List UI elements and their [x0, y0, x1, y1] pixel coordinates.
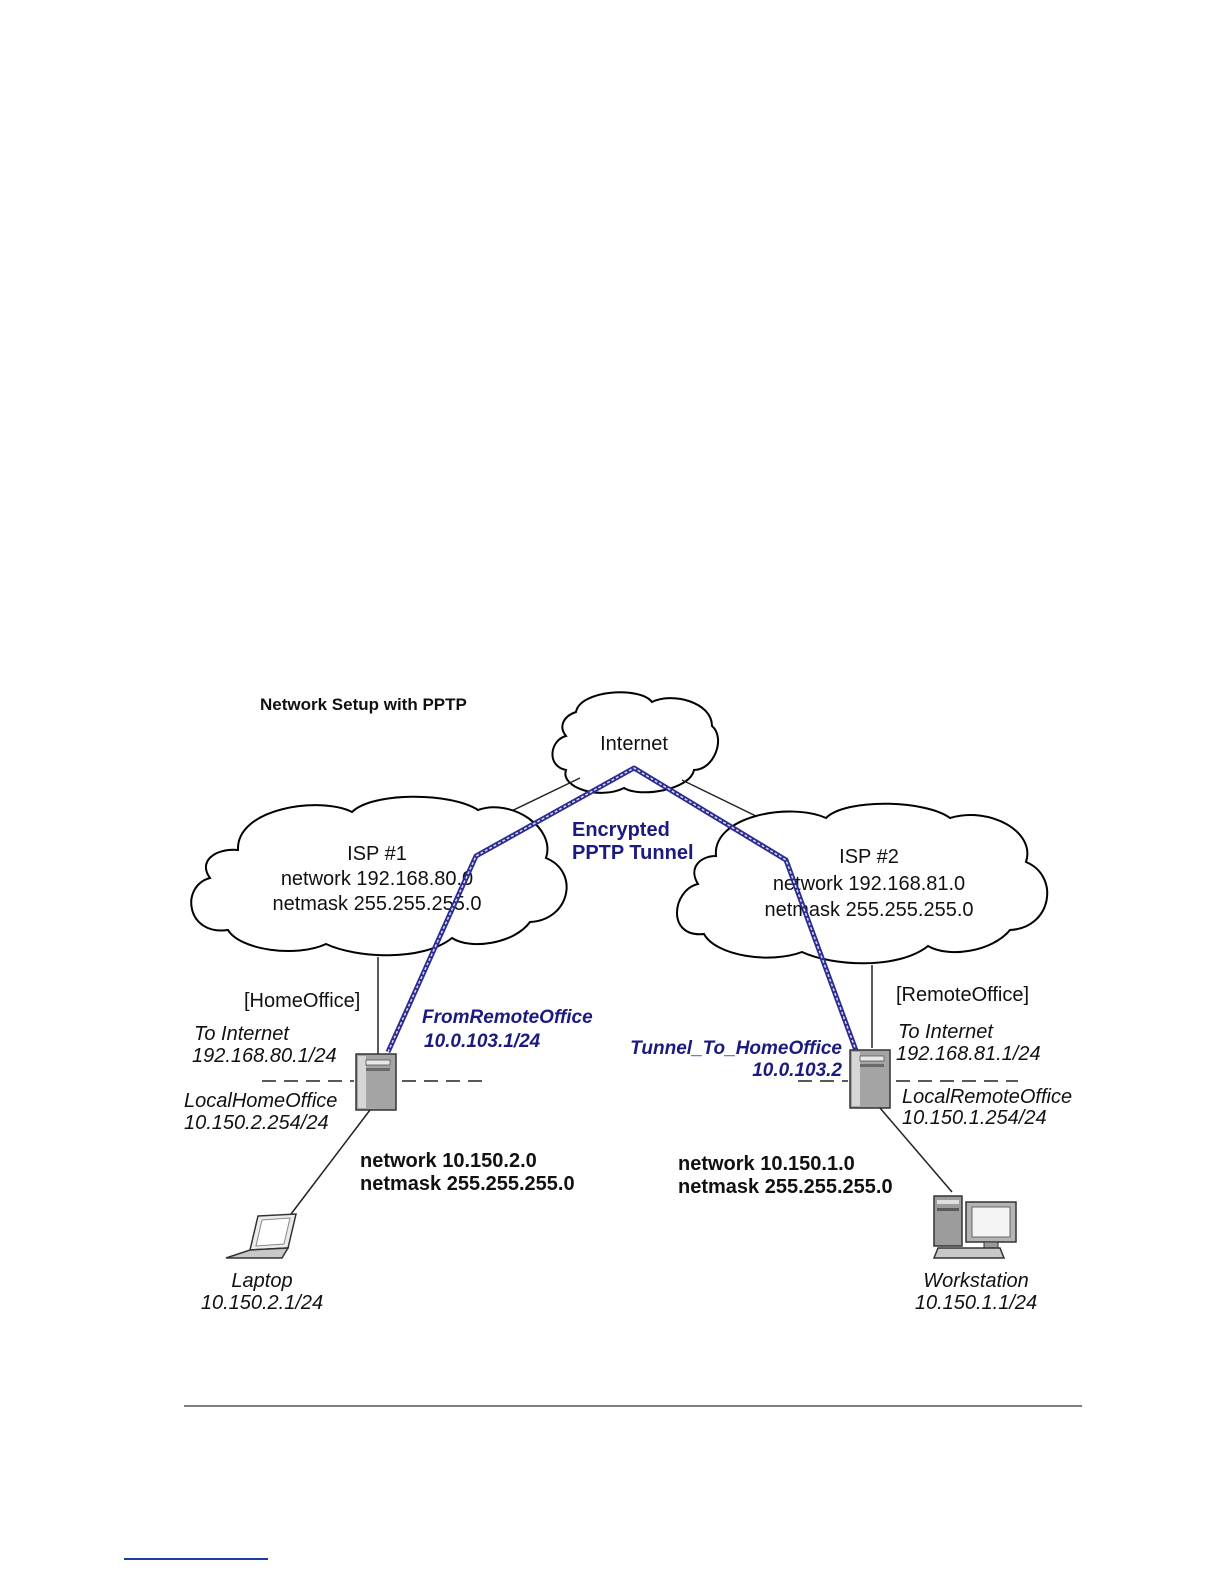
laptop-icon	[225, 1213, 297, 1259]
diagram-title: Network Setup with PPTP	[260, 695, 467, 714]
remote-to-internet-label: To Internet	[898, 1021, 994, 1043]
pptp-tunnel-path	[385, 765, 861, 1057]
laptop-ip: 10.150.2.1/24	[201, 1292, 323, 1314]
home-tunnel-name: FromRemoteOffice	[422, 1007, 593, 1028]
isp1-name: ISP #1	[347, 843, 407, 865]
home-office-name: [HomeOffice]	[244, 990, 360, 1012]
home-to-internet-label: To Internet	[194, 1023, 290, 1045]
internet-cloud-icon: Internet	[551, 691, 719, 794]
remote-lan-network: network 10.150.1.0	[678, 1153, 855, 1175]
remote-to-internet-ip: 192.168.81.1/24	[896, 1043, 1041, 1065]
isp2-cloud-icon: ISP #2 network 192.168.81.0 netmask 255.…	[676, 802, 1049, 965]
home-lan-netmask: netmask 255.255.255.0	[360, 1173, 575, 1195]
internet-label: Internet	[600, 733, 668, 755]
remote-tunnel-ip: 10.0.103.2	[752, 1060, 842, 1081]
workstation-name: Workstation	[923, 1270, 1029, 1292]
home-local-name: LocalHomeOffice	[184, 1090, 337, 1112]
laptop-name: Laptop	[231, 1270, 292, 1292]
remote-lan-netmask: netmask 255.255.255.0	[678, 1176, 893, 1198]
remote-tunnel-name: Tunnel_To_HomeOffice	[630, 1038, 842, 1059]
isp2-network: network 192.168.81.0	[773, 873, 965, 895]
workstation-ip: 10.150.1.1/24	[915, 1292, 1037, 1314]
remote-office-name: [RemoteOffice]	[896, 984, 1029, 1006]
link-homeoffice-laptop	[287, 1109, 371, 1219]
tunnel-label-line1: Encrypted	[572, 819, 670, 841]
remote-firewall-server-icon	[849, 1049, 891, 1109]
remote-local-ip: 10.150.1.254/24	[902, 1107, 1047, 1129]
link-internet-isp2	[681, 779, 761, 819]
link-remoteoffice-workstation	[879, 1107, 953, 1193]
isp2-netmask: netmask 255.255.255.0	[764, 899, 973, 921]
home-firewall-server-icon	[355, 1053, 397, 1111]
tunnel-label-line2: PPTP Tunnel	[572, 842, 694, 864]
isp1-cloud-icon: ISP #1 network 192.168.80.0 netmask 255.…	[190, 795, 568, 957]
isp2-name: ISP #2	[839, 846, 899, 868]
home-local-ip: 10.150.2.254/24	[184, 1112, 329, 1134]
remote-local-name: LocalRemoteOffice	[902, 1086, 1072, 1108]
home-lan-network: network 10.150.2.0	[360, 1150, 537, 1172]
isp1-netmask: netmask 255.255.255.0	[272, 893, 481, 915]
home-tunnel-ip: 10.0.103.1/24	[424, 1031, 541, 1052]
isp1-network: network 192.168.80.0	[281, 868, 473, 890]
desktop-computer-icon	[932, 1195, 1017, 1259]
home-to-internet-ip: 192.168.80.1/24	[192, 1045, 337, 1067]
